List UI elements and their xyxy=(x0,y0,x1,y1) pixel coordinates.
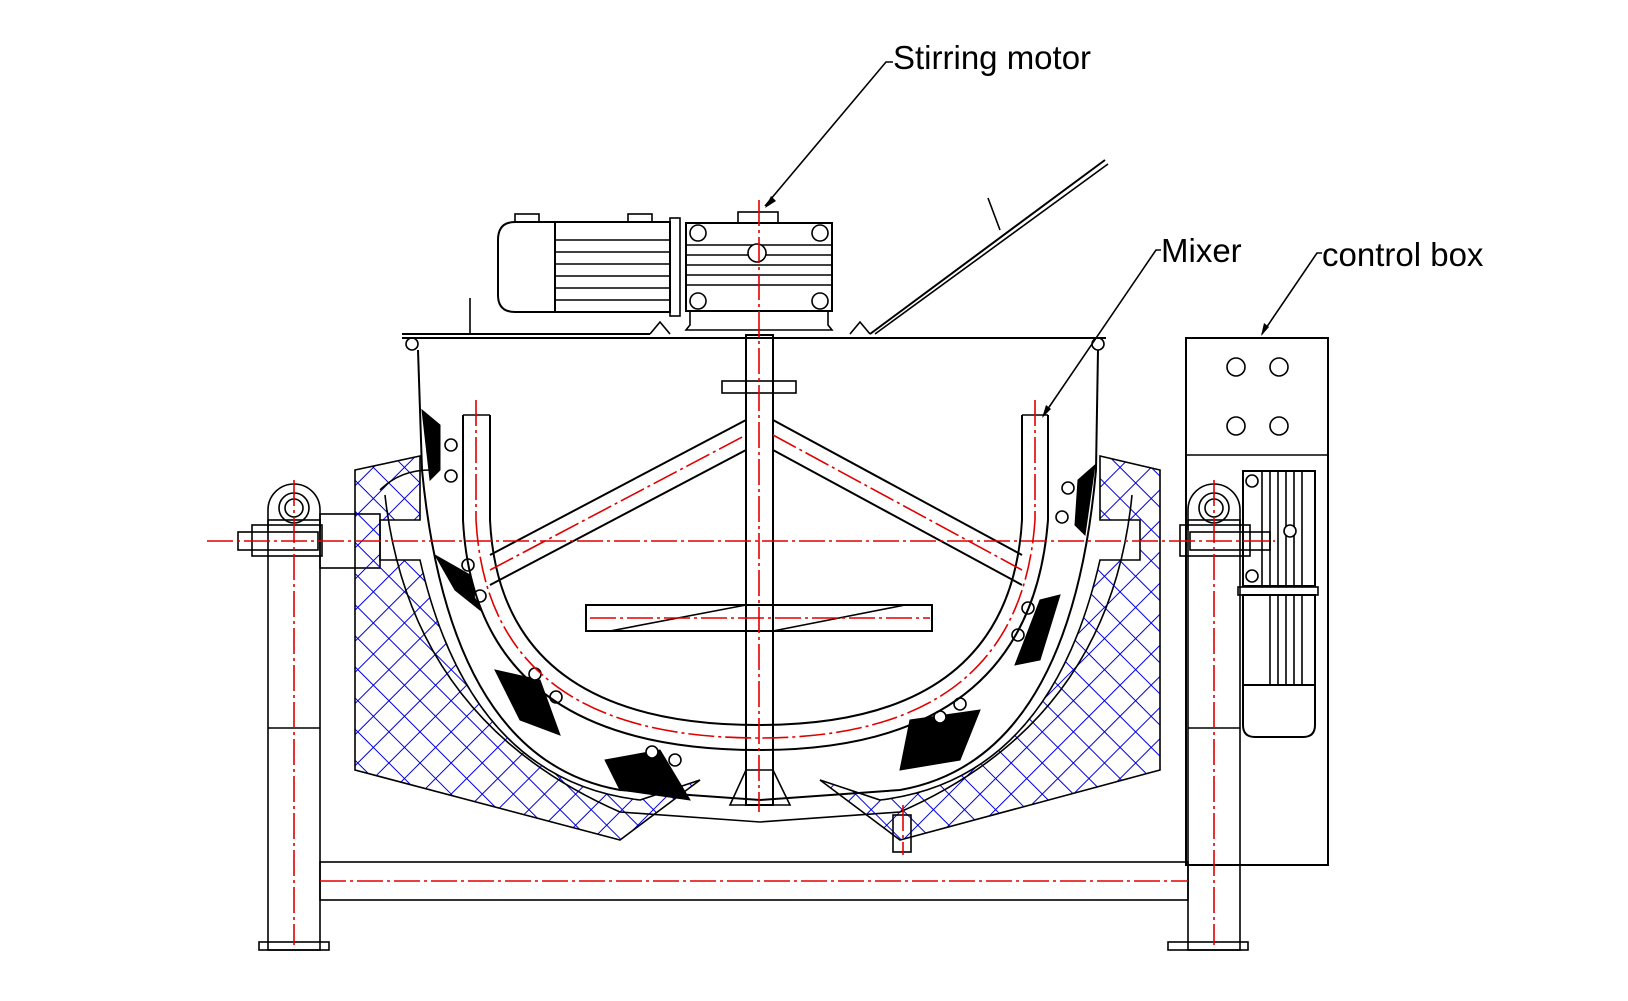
callout-stirring-motor: Stirring motor xyxy=(764,39,1091,208)
tilting-gear-motor xyxy=(1237,470,1319,738)
stirring-motor xyxy=(497,211,834,331)
insulation-jacket xyxy=(354,454,1161,841)
callout-control-box: control box xyxy=(1261,236,1484,336)
control-button xyxy=(1226,416,1246,436)
label-control-box: control box xyxy=(1322,236,1484,273)
callout-mixer: Mixer xyxy=(1042,232,1242,418)
centerlines xyxy=(207,200,1275,945)
control-button xyxy=(1269,416,1289,436)
control-button xyxy=(1226,357,1246,377)
control-box xyxy=(1185,337,1329,866)
control-button xyxy=(1269,357,1289,377)
label-stirring-motor: Stirring motor xyxy=(893,39,1091,76)
label-mixer: Mixer xyxy=(1161,232,1242,269)
lid xyxy=(402,159,1109,335)
right-foot xyxy=(1167,941,1249,951)
drain-outlet xyxy=(892,814,912,853)
